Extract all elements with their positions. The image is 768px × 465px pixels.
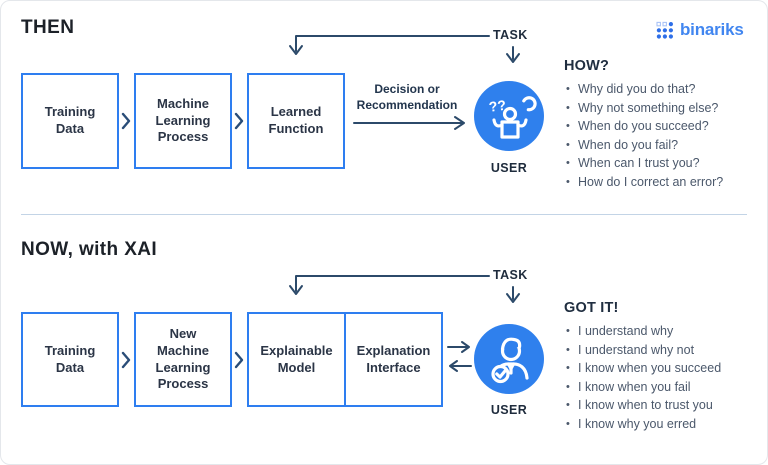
now-box-explainable-model: Explainable Model bbox=[260, 342, 333, 375]
list-item: I know why you erred bbox=[564, 415, 764, 434]
question-marks: ?? bbox=[488, 97, 507, 115]
chevron-right-icon bbox=[120, 111, 133, 136]
then-box-ml-process: Machine Learning Process bbox=[134, 73, 232, 169]
decision-label-line1: Decision or bbox=[374, 82, 440, 96]
then-user-avatar: ?? bbox=[474, 81, 544, 151]
chevron-right-icon bbox=[233, 350, 246, 375]
list-item: I understand why not bbox=[564, 341, 764, 360]
now-task-to-model-arrow bbox=[289, 275, 490, 295]
now-user-label: USER bbox=[490, 403, 528, 417]
list-item: I know when you succeed bbox=[564, 359, 764, 378]
list-item: I know when you fail bbox=[564, 378, 764, 397]
interface-user-bidirectional-arrows bbox=[447, 341, 472, 372]
understanding-user-icon bbox=[491, 337, 529, 384]
then-user-label: USER bbox=[490, 161, 528, 175]
how-heading: HOW? bbox=[564, 58, 610, 74]
list-item: How do I correct an error? bbox=[564, 173, 764, 192]
now-box-explainable-group: Explainable Model Explanation Interface bbox=[247, 312, 443, 407]
now-box-explanation-interface: Explanation Interface bbox=[344, 314, 441, 405]
chevron-right-icon bbox=[233, 111, 246, 136]
section-title-now: NOW, with XAI bbox=[21, 239, 158, 260]
then-task-to-user-arrow bbox=[506, 46, 520, 63]
how-question-list: Why did you do that? Why not something e… bbox=[564, 80, 764, 192]
list-item: When do you fail? bbox=[564, 136, 764, 155]
got-it-heading: GOT IT! bbox=[564, 300, 619, 316]
section-title-then: THEN bbox=[21, 17, 75, 38]
then-box-training-data: Training Data bbox=[21, 73, 119, 169]
then-task-label: TASK bbox=[493, 28, 528, 42]
decision-recommendation-label: Decision or Recommendation bbox=[347, 82, 467, 113]
list-item: I understand why bbox=[564, 322, 764, 341]
list-item: I know when to trust you bbox=[564, 396, 764, 415]
section-divider bbox=[21, 214, 747, 215]
list-item: When can I trust you? bbox=[564, 154, 764, 173]
then-task-to-function-arrow bbox=[289, 35, 490, 55]
chevron-right-icon bbox=[120, 350, 133, 375]
binariks-logo-text: binariks bbox=[680, 20, 744, 39]
list-item: Why not something else? bbox=[564, 99, 764, 118]
then-box-learned-function: Learned Function bbox=[247, 73, 345, 169]
now-user-avatar bbox=[474, 324, 544, 394]
now-box-new-ml-process: New Machine Learning Process bbox=[134, 312, 232, 407]
decision-label-line2: Recommendation bbox=[356, 97, 458, 112]
now-box-training-data: Training Data bbox=[21, 312, 119, 407]
binariks-logo-icon bbox=[656, 21, 673, 39]
got-it-answer-list: I understand why I understand why not I … bbox=[564, 322, 764, 434]
now-task-to-user-arrow bbox=[506, 286, 520, 303]
binariks-logo: binariks bbox=[656, 20, 744, 40]
now-task-label: TASK bbox=[493, 268, 528, 282]
decision-to-user-arrow bbox=[353, 116, 465, 130]
confused-user-icon: ?? bbox=[488, 96, 537, 139]
list-item: When do you succeed? bbox=[564, 117, 764, 136]
list-item: Why did you do that? bbox=[564, 80, 764, 99]
